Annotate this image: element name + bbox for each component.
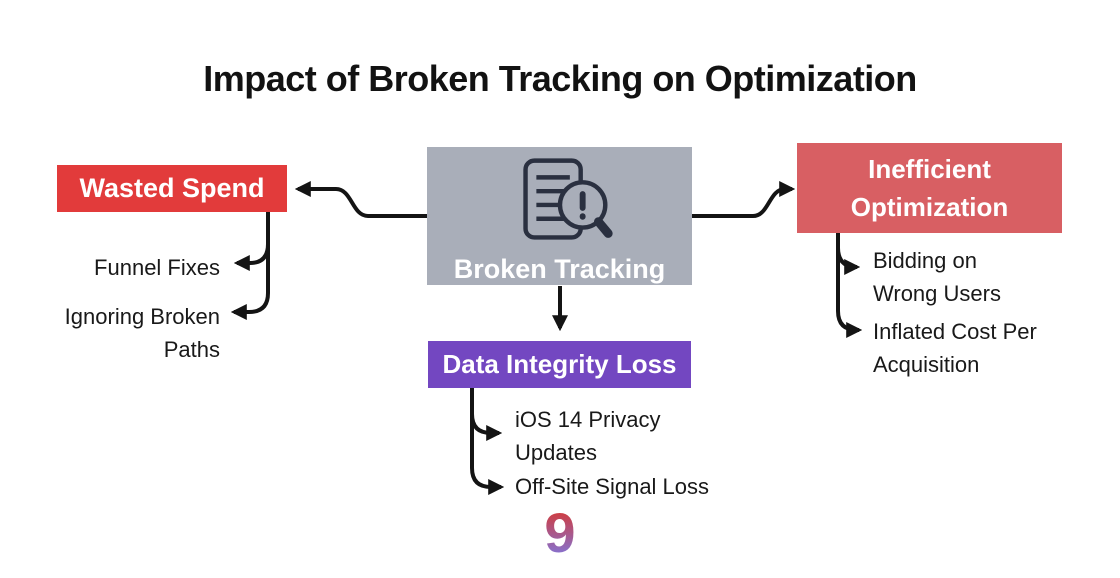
connector-wasted-drop-ignoring xyxy=(230,212,270,320)
subitem-inflated-cpa: Inflated Cost Per Acquisition xyxy=(873,319,1037,377)
node-wasted-spend-label: Wasted Spend xyxy=(79,173,265,203)
node-data-integrity-loss: Data Integrity Loss xyxy=(428,341,691,388)
subitem-bidding-wrong-users: Bidding on Wrong Users xyxy=(873,248,1001,306)
node-broken-tracking: Broken Tracking xyxy=(427,147,692,285)
subitem-ignoring-broken-paths: Ignoring Broken Paths xyxy=(64,304,220,362)
connector-wasted-branch-funnel xyxy=(233,243,270,271)
connector-inefficient-drop-inflated xyxy=(836,233,863,338)
connector-integrity-drop-offsite xyxy=(470,388,505,495)
brand-logo-9: 9 xyxy=(520,500,600,565)
connector-inefficient-branch-bidding xyxy=(836,247,861,275)
arrow-center-to-wasted-spend xyxy=(294,181,427,218)
page-title: Impact of Broken Tracking on Optimizatio… xyxy=(203,58,917,99)
node-data-integrity-loss-label: Data Integrity Loss xyxy=(442,349,677,379)
node-broken-tracking-label: Broken Tracking xyxy=(453,254,666,284)
document-magnifier-alert-icon xyxy=(496,155,624,252)
subitem-offsite-signal-loss: Off-Site Signal Loss xyxy=(515,474,710,499)
arrow-center-to-inefficient xyxy=(692,181,796,218)
node-inefficient-optimization-label: Inefficient Optimization xyxy=(850,154,1009,222)
subitem-ios14-privacy: iOS 14 Privacy Updates xyxy=(515,407,661,465)
subitem-funnel-fixes: Funnel Fixes xyxy=(94,255,220,280)
node-wasted-spend: Wasted Spend xyxy=(57,165,287,212)
node-inefficient-optimization: Inefficient Optimization xyxy=(797,143,1062,233)
connector-integrity-branch-ios xyxy=(470,413,503,441)
